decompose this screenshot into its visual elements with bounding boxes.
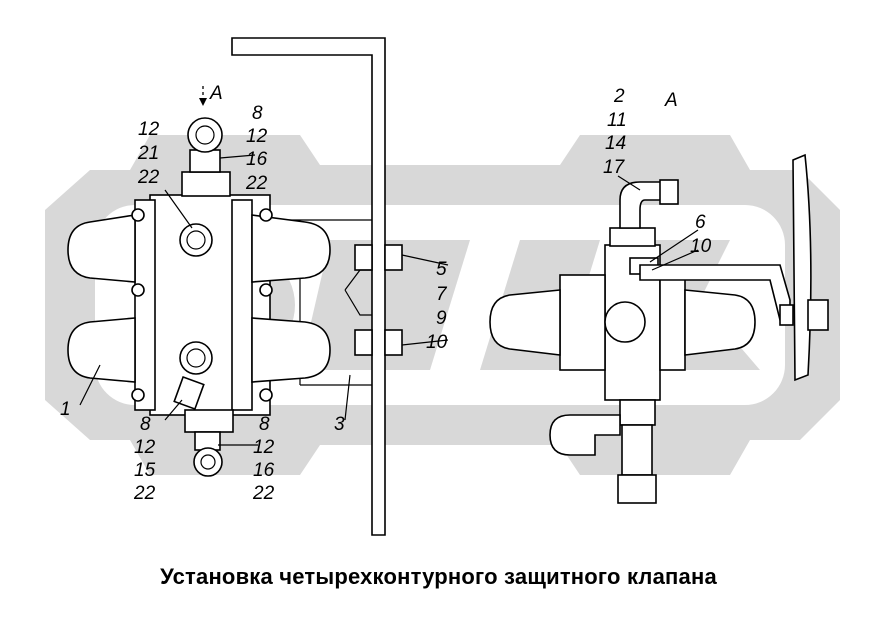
bracket-bolts <box>344 244 403 356</box>
callout: 15 <box>134 460 156 481</box>
callout: 12 <box>246 126 268 147</box>
callout: 14 <box>605 133 626 154</box>
view-arrow-head <box>199 98 207 106</box>
callout: 8 <box>259 414 270 435</box>
callout: 10 <box>690 236 712 257</box>
callout: 12 <box>138 119 160 140</box>
callout: 22 <box>245 173 268 194</box>
drawing-title: Установка четырехконтурного защитного кл… <box>160 564 717 589</box>
callout: 22 <box>252 483 275 504</box>
leader-lines <box>79 154 699 446</box>
callout: 5 <box>436 259 447 280</box>
callout: 17 <box>603 157 626 178</box>
callout: 11 <box>607 110 627 131</box>
callout: 21 <box>137 143 159 164</box>
callout: 8 <box>252 103 263 124</box>
callout: 9 <box>436 308 447 329</box>
callout: 8 <box>140 414 151 435</box>
protective-valve-side-view <box>489 153 829 504</box>
callout: 22 <box>137 167 160 188</box>
callout: 12 <box>134 437 156 458</box>
callout: 2 <box>613 86 625 107</box>
callout: 6 <box>695 212 706 233</box>
callout: 16 <box>253 460 275 481</box>
protective-valve-front <box>67 117 331 477</box>
mounting-plate <box>231 37 386 536</box>
callout: 3 <box>334 414 345 435</box>
callout: 12 <box>253 437 275 458</box>
callout: 1 <box>60 399 71 420</box>
view-label-a: A <box>664 90 678 111</box>
callout: 10 <box>426 332 448 353</box>
callout: 7 <box>436 284 448 305</box>
view-label-arrow: A <box>209 83 223 104</box>
callout: 22 <box>133 483 156 504</box>
callout: 16 <box>246 149 268 170</box>
